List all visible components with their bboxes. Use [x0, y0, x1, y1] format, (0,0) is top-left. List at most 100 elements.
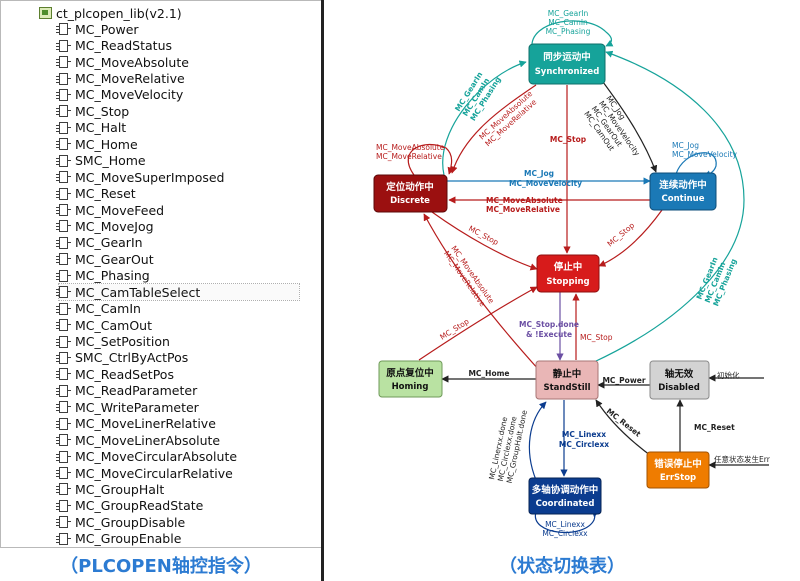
- label-discrete-to-cont-1: MC_Jog: [524, 169, 554, 178]
- function-block-label: MC_MoveVelocity: [75, 87, 184, 103]
- edge-standstill-to-sync: [593, 50, 745, 363]
- function-block-item[interactable]: MC_MoveLinerRelative: [56, 416, 319, 432]
- function-block-label: MC_Reset: [75, 186, 136, 202]
- function-block-item[interactable]: MC_WriteParameter: [56, 399, 319, 415]
- function-block-item[interactable]: MC_GroupHalt: [56, 481, 319, 497]
- function-block-label: MC_ReadStatus: [75, 38, 173, 54]
- function-block-item[interactable]: MC_MoveRelative: [56, 70, 319, 86]
- library-root[interactable]: ct_plcopen_lib(v2.1): [39, 5, 182, 21]
- state-homing: 原点复位中 Homing: [378, 360, 443, 398]
- function-block-item[interactable]: MC_CamOut: [56, 317, 319, 333]
- function-block-item[interactable]: MC_GroupEnable: [56, 531, 319, 547]
- function-block-item[interactable]: MC_MoveJog: [56, 218, 319, 234]
- function-block-item[interactable]: MC_ReadStatus: [56, 37, 319, 54]
- label-errorstop-to-standstill: MC_Reset: [605, 406, 643, 438]
- function-block-item[interactable]: SMC_Home: [56, 153, 319, 169]
- function-block-item[interactable]: MC_CamIn: [56, 300, 319, 316]
- function-block-item[interactable]: MC_Halt: [56, 120, 319, 136]
- function-block-label: MC_Power: [75, 21, 139, 37]
- function-block-label: MC_MoveLinerRelative: [75, 416, 216, 432]
- label-error-trigger: 任意状态发生Err: [714, 454, 771, 464]
- label-coord-self-2: MC_Circlexx: [542, 529, 588, 538]
- state-coordinated-en: Coordinated: [536, 499, 595, 509]
- label-stopping-done-2: & !Execute: [526, 330, 572, 339]
- label-standstill-to-coord-1: MC_Linexx: [562, 430, 606, 439]
- function-block-label: MC_Stop: [75, 103, 130, 119]
- function-block-label: MC_ReadParameter: [75, 383, 198, 399]
- function-block-item[interactable]: MC_Phasing: [56, 268, 319, 284]
- function-block-label: MC_ReadSetPos: [75, 366, 174, 382]
- function-block-icon: [56, 56, 71, 69]
- function-block-item[interactable]: MC_MoveLinerAbsolute: [56, 432, 319, 448]
- state-coordinated-cn: 多轴协调动作中: [532, 484, 599, 496]
- function-block-icon: [56, 187, 71, 200]
- function-block-item[interactable]: MC_Reset: [56, 185, 319, 202]
- label-errorstop-to-disabled: MC_Reset: [694, 423, 735, 432]
- function-block-item[interactable]: SMC_CtrlByActPos: [56, 350, 319, 366]
- state-discrete: 定位动作中 Discrete: [373, 174, 448, 213]
- label-disabled-to-standstill: MC_Power: [602, 376, 645, 385]
- library-folder-icon: [39, 7, 52, 19]
- function-block-item[interactable]: MC_MoveCircularRelative: [56, 465, 319, 481]
- function-block-label: MC_SetPosition: [75, 334, 170, 350]
- state-synchronized-en: Synchronized: [535, 67, 600, 77]
- function-block-icon: [56, 483, 71, 496]
- edge-standstill-to-discrete: [423, 213, 540, 371]
- function-block-item[interactable]: MC_Stop: [56, 103, 319, 119]
- function-block-item[interactable]: MC_GroupReadState: [56, 498, 319, 514]
- function-block-icon: [56, 417, 71, 430]
- function-block-label: MC_GearIn: [75, 235, 143, 251]
- function-block-label: MC_GroupEnable: [75, 531, 182, 547]
- edge-continuous-stop: [598, 209, 663, 267]
- function-block-item[interactable]: MC_GroupDisable: [56, 514, 319, 530]
- function-block-item[interactable]: MC_GearOut: [56, 251, 319, 267]
- edge-homing-stop: [418, 286, 538, 361]
- function-block-icon: [56, 253, 71, 266]
- function-block-label: MC_MoveLinerAbsolute: [75, 432, 221, 448]
- label-cont-to-discrete-1: MC_MoveAbsolute: [486, 196, 563, 205]
- function-block-icon: [56, 23, 71, 36]
- function-block-item[interactable]: MC_MoveFeed: [56, 202, 319, 218]
- function-block-icon: [56, 220, 71, 233]
- function-block-label: MC_CamOut: [75, 317, 152, 333]
- label-sync-self-2: MC_CamIn: [548, 18, 588, 27]
- function-block-item[interactable]: MC_ReadSetPos: [56, 366, 319, 382]
- function-block-item[interactable]: MC_GearIn: [56, 235, 319, 251]
- function-block-icon: [56, 138, 71, 151]
- function-block-label: MC_Home: [75, 136, 138, 152]
- edge-sync-to-continuous: [599, 77, 658, 173]
- function-block-icon: [56, 88, 71, 101]
- function-block-item[interactable]: MC_MoveCircularAbsolute: [56, 448, 319, 464]
- function-block-item[interactable]: MC_Power: [56, 21, 319, 37]
- state-stopping-en: Stopping: [546, 277, 589, 287]
- edge-errorstop-to-standstill: [595, 399, 655, 459]
- function-block-item[interactable]: MC_MoveSuperImposed: [56, 169, 319, 185]
- state-standstill-cn: 静止中: [553, 368, 582, 380]
- function-block-icon: [56, 302, 71, 315]
- function-block-icon: [56, 319, 71, 332]
- function-block-item[interactable]: MC_MoveAbsolute: [56, 54, 319, 70]
- state-standstill-en: StandStill: [544, 383, 591, 393]
- function-block-label: MC_CamTableSelect: [75, 284, 201, 300]
- function-block-icon: [56, 516, 71, 529]
- edge-discrete-to-sync: [442, 60, 527, 176]
- state-continuous-cn: 连续动作中: [659, 179, 707, 191]
- function-block-icon: [56, 236, 71, 249]
- function-block-icon: [56, 171, 71, 184]
- function-block-icon: [56, 335, 71, 348]
- function-block-item[interactable]: MC_MoveVelocity: [56, 87, 319, 103]
- function-block-label: MC_MoveSuperImposed: [75, 169, 225, 185]
- state-discrete-en: Discrete: [390, 196, 430, 206]
- function-block-icon: [56, 121, 71, 134]
- function-block-item[interactable]: MC_Home: [56, 136, 319, 152]
- function-block-item[interactable]: MC_ReadParameter: [56, 383, 319, 399]
- label-discrete-to-cont-2: MC_MoveVelocity: [509, 179, 582, 188]
- function-block-item[interactable]: MC_CamTableSelect: [56, 282, 300, 302]
- library-root-label: ct_plcopen_lib(v2.1): [56, 5, 182, 21]
- function-block-item[interactable]: MC_SetPosition: [56, 333, 319, 350]
- function-block-icon: [56, 368, 71, 381]
- state-continuous-en: Continue: [662, 194, 705, 204]
- function-block-icon: [56, 269, 71, 282]
- edge-discrete-self: [407, 143, 455, 176]
